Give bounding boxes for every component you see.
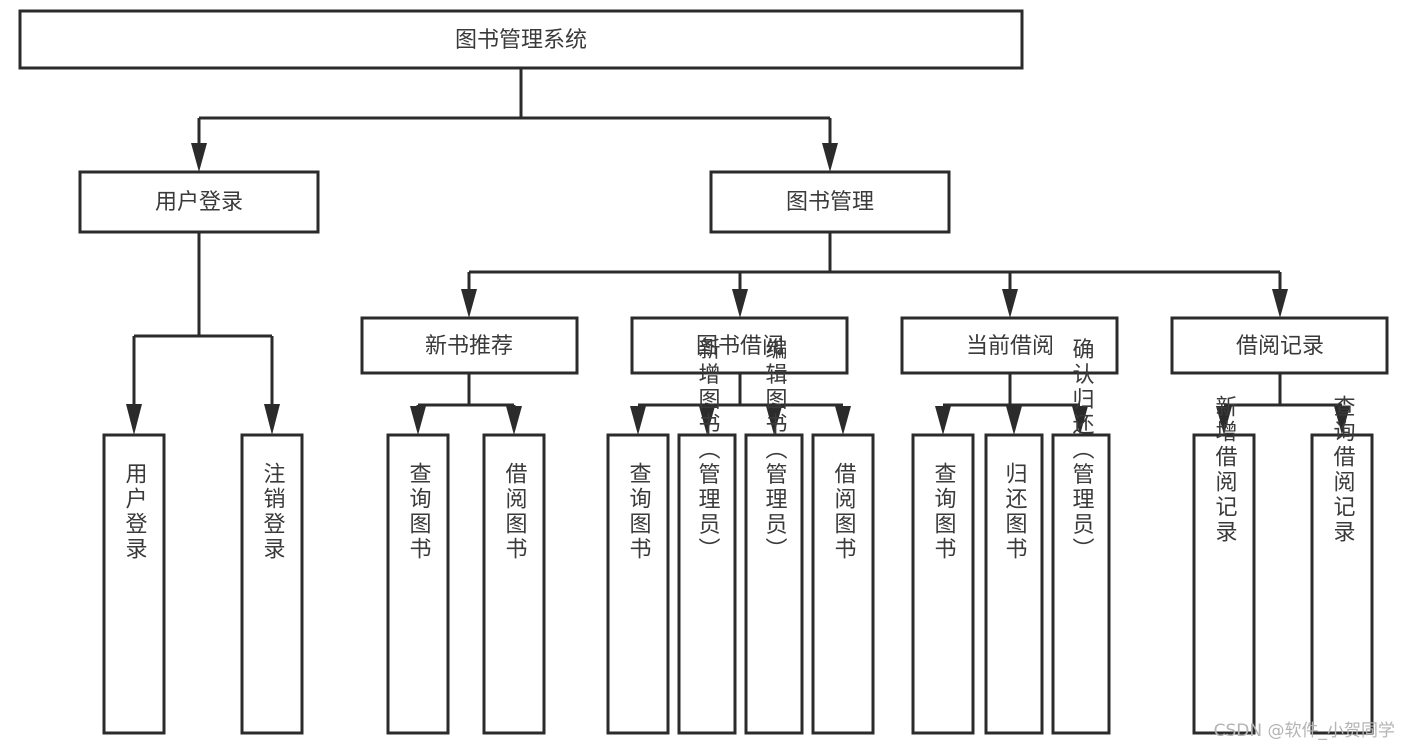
node-root-label: 图书管理系统: [455, 28, 587, 53]
connector-group-new-book-rec: [410, 373, 522, 435]
arrow-head-leaf-query-book-2: [630, 406, 646, 435]
node-leaf-borrow-book-2-label: 借阅图书: [831, 462, 857, 562]
node-user-login-box[interactable]: [78, 170, 320, 234]
node-borrow-record-box[interactable]: [1170, 316, 1389, 375]
connector-group-user-login: [126, 232, 280, 435]
arrow-head-leaf-return-book: [1006, 406, 1022, 435]
arrow-head-borrow-record: [1272, 289, 1288, 318]
arrow-head-leaf-add-record: [1216, 406, 1232, 435]
node-leaf-query-book-3[interactable]: 查询图书: [911, 433, 975, 735]
node-leaf-confirm-return-box[interactable]: [1051, 433, 1111, 735]
node-current-borrow-box[interactable]: [900, 316, 1119, 375]
arrow-head-leaf-borrow-book-2: [835, 406, 851, 435]
node-leaf-query-record[interactable]: 查询借阅记录: [1310, 395, 1374, 735]
node-user-login-label: 用户登录: [155, 190, 243, 215]
node-borrow-record[interactable]: 借阅记录: [1170, 316, 1389, 375]
node-leaf-query-book-2-label: 查询图书: [626, 462, 652, 562]
node-leaf-add-book[interactable]: 新增图书（管理员）: [677, 338, 737, 735]
node-leaf-query-book-3-label: 查询图书: [931, 462, 957, 562]
arrow-head-leaf-query-book-3: [935, 406, 951, 435]
node-leaf-return-book[interactable]: 归还图书: [984, 433, 1044, 735]
node-book-manage-label: 图书管理: [786, 190, 874, 215]
node-leaf-add-record-label: 新增借阅记录: [1212, 395, 1238, 545]
node-leaf-edit-book-box[interactable]: [744, 433, 804, 735]
node-leaf-query-book-3-box[interactable]: [911, 433, 975, 735]
node-leaf-edit-book-label: 编辑图书（管理员）: [762, 338, 788, 563]
node-root-box[interactable]: [18, 9, 1024, 70]
node-leaf-edit-book[interactable]: 编辑图书（管理员）: [744, 338, 804, 735]
node-leaf-query-record-box[interactable]: [1310, 433, 1374, 735]
node-leaf-add-book-label: 新增图书（管理员）: [695, 338, 721, 563]
connector-group-borrow-record: [1216, 373, 1350, 435]
arrow-head-leaf-confirm-return: [1072, 406, 1088, 435]
node-leaf-query-book-1-box[interactable]: [386, 433, 450, 735]
node-book-manage-box[interactable]: [709, 170, 951, 234]
node-current-borrow-label: 当前借阅: [966, 334, 1054, 359]
node-new-book-rec-box[interactable]: [360, 316, 579, 375]
node-leaf-logout[interactable]: 注销登录: [240, 433, 304, 735]
node-leaf-borrow-book-1[interactable]: 借阅图书: [482, 433, 546, 735]
node-leaf-user-login[interactable]: 用户登录: [102, 433, 166, 735]
node-book-manage[interactable]: 图书管理: [709, 170, 951, 234]
arrow-head-leaf-query-book-1: [410, 406, 426, 435]
arrow-head-new-book-rec: [461, 289, 477, 318]
node-book-borrow-box[interactable]: [630, 316, 849, 375]
arrow-head-leaf-query-record: [1334, 406, 1350, 435]
node-leaf-borrow-book-1-box[interactable]: [482, 433, 546, 735]
node-current-borrow[interactable]: 当前借阅: [900, 316, 1119, 375]
connector-group-current-borrow: [935, 373, 1088, 435]
node-user-login[interactable]: 用户登录: [78, 170, 320, 234]
arrow-head-book-borrow: [732, 289, 748, 318]
node-leaf-add-record-box[interactable]: [1192, 433, 1256, 735]
node-leaf-return-book-box[interactable]: [984, 433, 1044, 735]
node-leaf-query-book-2[interactable]: 查询图书: [606, 433, 670, 735]
node-leaf-user-login-box[interactable]: [102, 433, 166, 735]
node-leaf-return-book-label: 归还图书: [1002, 462, 1028, 562]
node-leaf-logout-label: 注销登录: [260, 462, 286, 562]
node-leaf-query-book-2-box[interactable]: [606, 433, 670, 735]
arrow-head-book-manage: [822, 143, 838, 172]
node-leaf-borrow-book-2-box[interactable]: [811, 433, 875, 735]
node-book-borrow[interactable]: 图书借阅: [630, 316, 849, 375]
arrow-head-leaf-borrow-book-1: [506, 406, 522, 435]
arrow-head-leaf-logout: [264, 404, 280, 435]
node-leaf-add-record[interactable]: 新增借阅记录: [1192, 395, 1256, 735]
node-leaf-logout-box[interactable]: [240, 433, 304, 735]
node-leaf-confirm-return-label: 确认归还（管理员）: [1069, 338, 1095, 563]
arrow-head-current-borrow: [1002, 289, 1018, 318]
node-root[interactable]: 图书管理系统: [18, 9, 1024, 70]
node-leaf-confirm-return[interactable]: 确认归还（管理员）: [1051, 338, 1111, 735]
node-leaf-add-book-box[interactable]: [677, 433, 737, 735]
node-leaf-user-login-label: 用户登录: [122, 462, 148, 562]
arrow-head-leaf-edit-book: [766, 406, 782, 435]
node-new-book-rec-label: 新书推荐: [425, 334, 513, 359]
connector-group-book-borrow: [630, 373, 851, 435]
arrow-head-leaf-user-login: [126, 404, 142, 435]
node-new-book-rec[interactable]: 新书推荐: [360, 316, 579, 375]
node-leaf-borrow-book-1-label: 借阅图书: [502, 462, 528, 562]
node-leaf-query-record-label: 查询借阅记录: [1330, 395, 1356, 545]
node-leaf-query-book-1-label: 查询图书: [406, 462, 432, 562]
connector-group-root: [191, 68, 838, 172]
arrow-head-leaf-add-book: [699, 406, 715, 435]
arrow-head-user-login: [191, 143, 207, 172]
node-book-borrow-label: 图书借阅: [696, 334, 784, 359]
connector-group-book-manage: [461, 232, 1288, 318]
node-borrow-record-label: 借阅记录: [1236, 334, 1324, 359]
node-leaf-query-book-1[interactable]: 查询图书: [386, 433, 450, 735]
node-leaf-borrow-book-2[interactable]: 借阅图书: [811, 433, 875, 735]
